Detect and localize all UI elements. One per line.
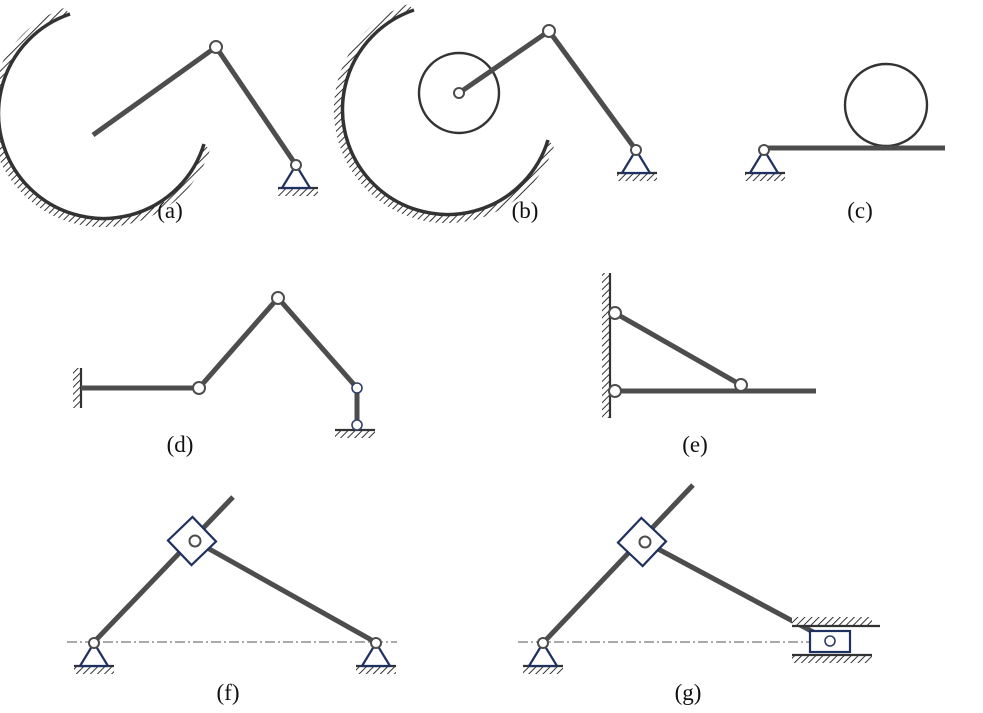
curved-wall-hatch-b bbox=[333, 4, 554, 224]
fixed-support-f2 bbox=[356, 637, 396, 674]
link-b1 bbox=[457, 28, 551, 96]
joint-d2 bbox=[271, 291, 285, 305]
fixed-support-g bbox=[523, 637, 563, 674]
curved-wall-surface bbox=[0, 12, 206, 221]
fixed-wall-e bbox=[602, 273, 612, 418]
label-b: (b) bbox=[512, 198, 539, 223]
link-e1 bbox=[613, 310, 743, 388]
slider-pin-g2 bbox=[824, 635, 836, 647]
ground-d bbox=[335, 428, 375, 438]
joint-e1 bbox=[608, 306, 622, 320]
mechanism-f: (f) bbox=[67, 495, 397, 705]
joint-a bbox=[209, 40, 223, 54]
mechanism-g: (g) bbox=[518, 483, 880, 705]
label-f: (f) bbox=[217, 680, 240, 705]
rolling-disk-b bbox=[417, 51, 501, 135]
fixed-wall-d bbox=[73, 368, 83, 408]
slider-pin-f bbox=[188, 534, 202, 548]
joint-e2 bbox=[734, 378, 748, 392]
guide-bottom-g bbox=[792, 653, 872, 663]
link-a1 bbox=[91, 44, 218, 138]
label-e: (e) bbox=[682, 432, 708, 457]
slider-pin-g bbox=[638, 535, 652, 549]
fixed-support-a bbox=[278, 159, 318, 196]
label-a: (a) bbox=[157, 198, 183, 223]
fixed-support-f1 bbox=[74, 637, 114, 674]
rolling-disk-c bbox=[843, 62, 929, 148]
link-b2 bbox=[546, 29, 639, 152]
mechanism-e: (e) bbox=[602, 273, 816, 457]
mechanism-b: (b) bbox=[333, 4, 657, 224]
fixed-support-c bbox=[745, 144, 785, 181]
disk-center-b bbox=[453, 87, 465, 99]
link-d3 bbox=[276, 296, 359, 390]
mechanism-d: (d) bbox=[73, 291, 375, 457]
mechanism-c: (c) bbox=[745, 62, 945, 223]
joint-b bbox=[542, 24, 556, 38]
link-f1 bbox=[92, 495, 235, 644]
curved-wall-hatch bbox=[0, 8, 210, 228]
joint-d1 bbox=[192, 381, 206, 395]
joint-e3 bbox=[608, 384, 622, 398]
label-c: (c) bbox=[847, 198, 873, 223]
label-g: (g) bbox=[675, 680, 702, 705]
joint-d4 bbox=[351, 419, 363, 431]
curved-wall-surface-b bbox=[340, 8, 550, 217]
joint-d3 bbox=[351, 382, 363, 394]
mechanism-a: (a) bbox=[0, 8, 318, 228]
link-f2 bbox=[193, 538, 377, 645]
link-g1 bbox=[541, 483, 695, 645]
link-a2 bbox=[213, 45, 299, 167]
label-d: (d) bbox=[167, 432, 194, 457]
link-d2 bbox=[197, 296, 280, 390]
guide-top-g bbox=[792, 617, 880, 628]
fixed-support-b bbox=[617, 144, 657, 181]
